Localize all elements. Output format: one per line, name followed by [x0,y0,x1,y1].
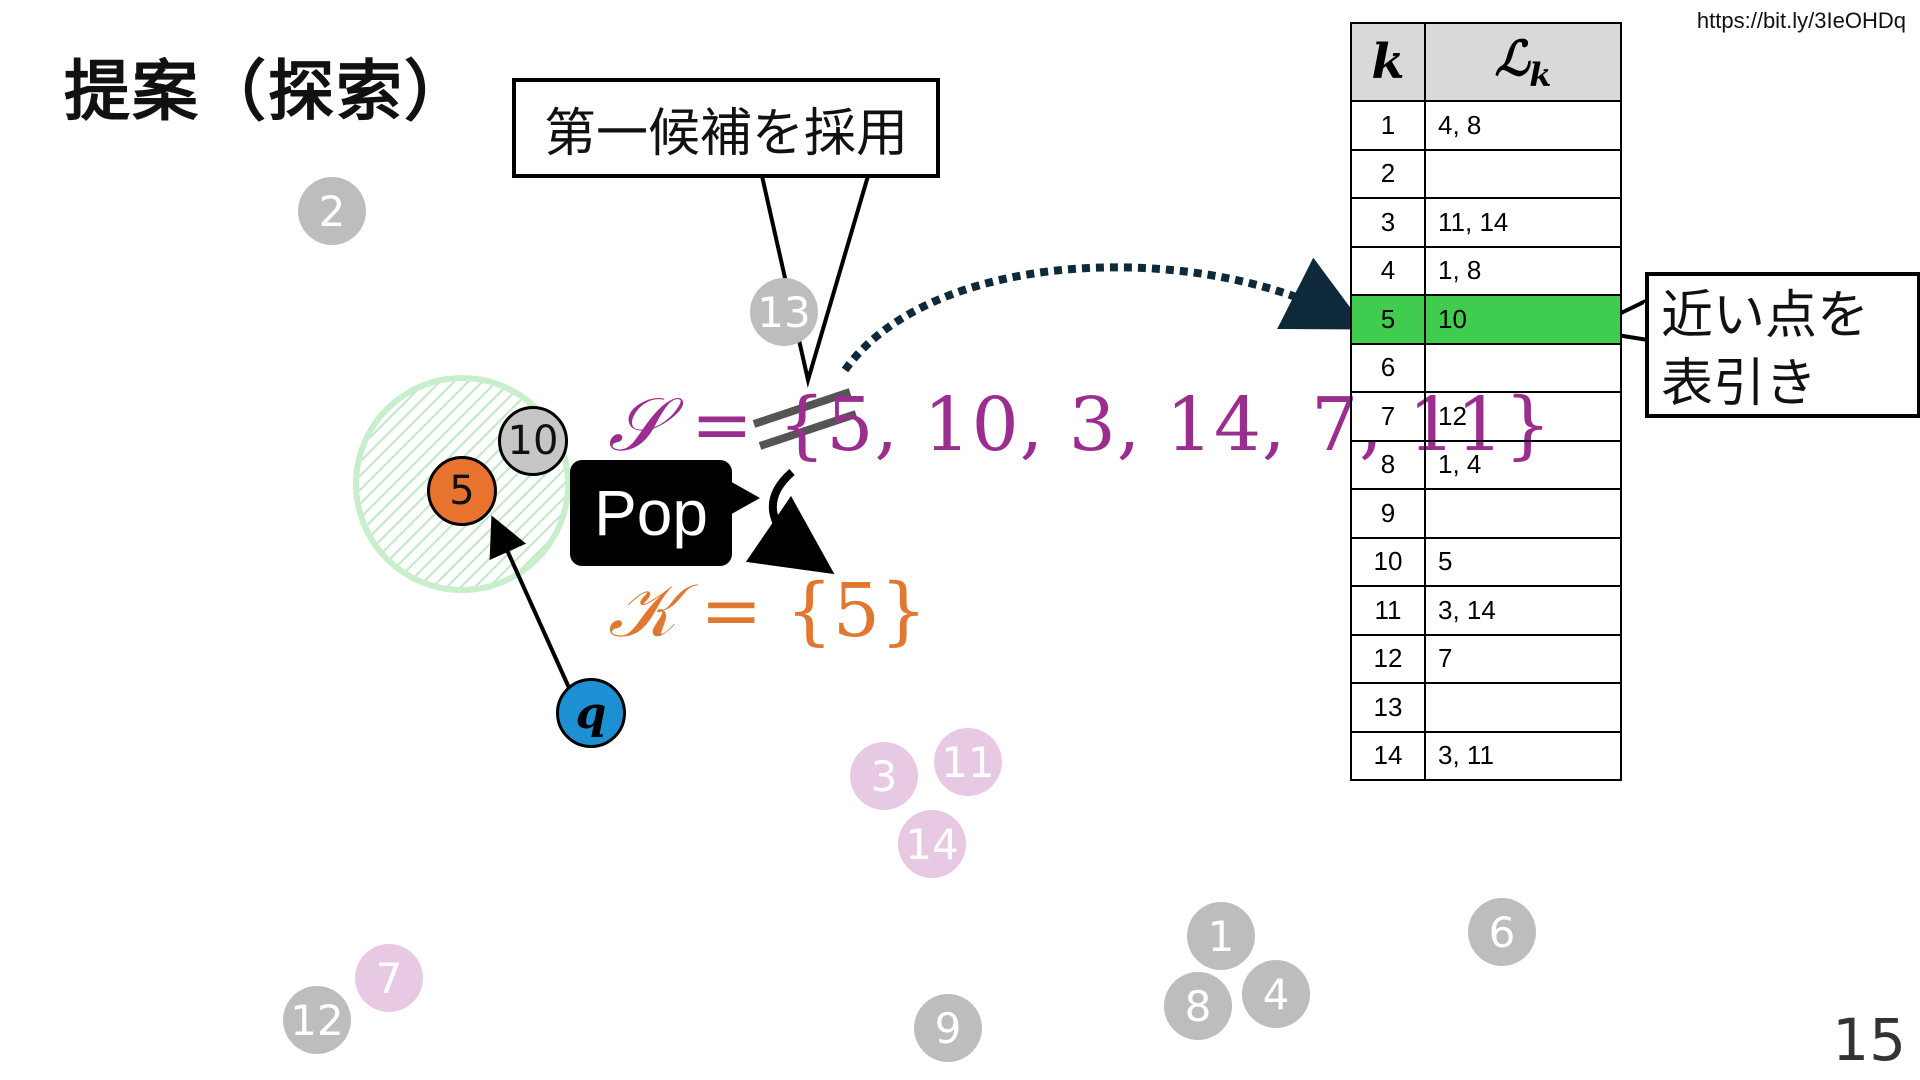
table-cell-l: 1, 4 [1424,439,1622,490]
table-cell-l: 12 [1424,391,1622,442]
table-row: 6 [1350,342,1622,393]
node-4: 4 [1242,960,1310,1028]
slide-title: 提案（探索） [64,53,472,130]
node-6: 6 [1468,898,1536,966]
source-url[interactable]: https://bit.ly/3IeOHDq [1696,8,1906,33]
pop-label: Pop [570,460,732,566]
node-11: 11 [934,728,1002,796]
callout-table-lookup: 近い点を 表引き [1645,272,1920,418]
node-3: 3 [850,742,918,810]
table-cell-k: 4 [1350,245,1426,296]
query-arrow [489,515,572,691]
header-l: ℒk [1424,22,1622,102]
node-13: 13 [750,278,818,346]
table-cell-l [1424,682,1622,733]
table-cell-k: 3 [1350,197,1426,248]
strike-mark-2 [758,410,858,450]
table-cell-l [1424,148,1622,199]
table-row: 2 [1350,148,1622,199]
node-14: 14 [898,810,966,878]
table-cell-k: 1 [1350,100,1426,151]
table-cell-k: 8 [1350,439,1426,490]
callout-right-line1: 近い点を [1661,286,1870,346]
table-row: 13 [1350,682,1622,733]
table-cell-k: 2 [1350,148,1426,199]
set-k: 𝒦 = {5} [608,568,927,655]
table-cell-k: 10 [1350,536,1426,587]
table-cell-l: 5 [1424,536,1622,587]
table-cell-l [1424,342,1622,393]
table-cell-k: 14 [1350,730,1426,781]
table-cell-l [1424,488,1622,539]
table-cell-l: 1, 8 [1424,245,1622,296]
table-cell-l: 3, 11 [1424,730,1622,781]
table-cell-k: 7 [1350,391,1426,442]
node-9: 9 [914,994,982,1062]
set-s-symbol: 𝒮 [608,382,667,468]
node-10: 10 [498,406,568,476]
table-cell-k: 12 [1350,633,1426,684]
table-cell-l: 7 [1424,633,1622,684]
table-header-row: k ℒk [1350,22,1622,102]
set-k-symbol: 𝒦 [608,568,677,654]
table-cell-l: 4, 8 [1424,100,1622,151]
node-2: 2 [298,177,366,245]
node-12: 12 [283,986,351,1054]
callout-right-line2: 表引き [1661,354,1818,414]
node-8: 8 [1164,972,1232,1040]
pop-arrow [745,468,835,575]
table-cell-k: 6 [1350,342,1426,393]
table-cell-k: 13 [1350,682,1426,733]
table-cell-l: 3, 14 [1424,585,1622,636]
page-number: 15 [1832,1006,1906,1074]
node-1: 1 [1187,902,1255,970]
table-cell-k: 9 [1350,488,1426,539]
header-k: k [1350,22,1426,102]
callout-adopt-first-candidate: 第一候補を採用 [512,78,940,178]
table-cell-l: 11, 14 [1424,197,1622,248]
table-row: 9 [1350,488,1622,539]
table-cell-k: 11 [1350,585,1426,636]
table-cell-k: 5 [1350,294,1426,345]
node-5: 5 [427,456,497,526]
set-k-expression: = {5} [700,568,928,654]
pop-label-pointer [728,480,760,516]
lookup-arrow [841,257,1367,373]
strike-mark-1 [752,388,852,428]
query-point: q [556,678,626,748]
node-7: 7 [355,944,423,1012]
table-cell-l: 10 [1424,294,1622,345]
